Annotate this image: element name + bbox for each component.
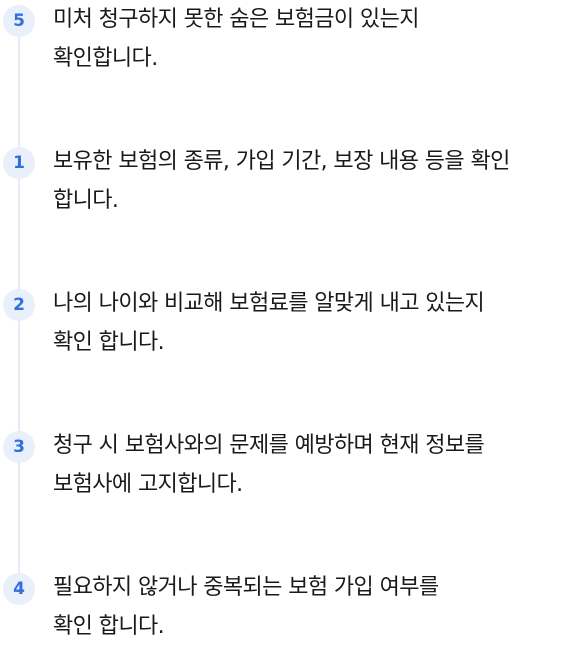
- step-description: 필요하지 않거나 중복되는 보험 가입 여부를 확인 합니다.: [53, 568, 573, 646]
- step-text-line: 청구 시 보험사와의 문제를 예방하며 현재 정보를: [53, 433, 485, 458]
- step-text-line: 보유한 보험의 종류, 가입 기간, 보장 내용 등을 확인: [53, 149, 510, 174]
- step-text-line: 보험사에 고지합니다.: [53, 472, 243, 497]
- step-description: 청구 시 보험사와의 문제를 예방하며 현재 정보를 보험사에 고지합니다.: [53, 426, 573, 504]
- step-text-line: 확인 합니다.: [53, 330, 165, 355]
- step-text-line: 확인합니다.: [53, 46, 158, 71]
- step-description: 보유한 보험의 종류, 가입 기간, 보장 내용 등을 확인 합니다.: [53, 142, 573, 220]
- step-item-5: 5 미처 청구하지 못한 숨은 보험금이 있는지 확인합니다.: [0, 0, 579, 80]
- step-text-line: 나의 나이와 비교해 보험료를 알맞게 내고 있는지: [53, 291, 485, 316]
- step-item-4: 4 필요하지 않거나 중복되는 보험 가입 여부를 확인 합니다.: [0, 568, 579, 648]
- step-item-2: 2 나의 나이와 비교해 보험료를 알맞게 내고 있는지 확인 합니다.: [0, 284, 579, 364]
- step-number-badge: 5: [3, 5, 35, 37]
- step-text-line: 필요하지 않거나 중복되는 보험 가입 여부를: [53, 575, 439, 600]
- step-number-badge: 2: [3, 289, 35, 321]
- step-item-3: 3 청구 시 보험사와의 문제를 예방하며 현재 정보를 보험사에 고지합니다.: [0, 426, 579, 506]
- step-number-badge: 3: [3, 431, 35, 463]
- step-item-1: 1 보유한 보험의 종류, 가입 기간, 보장 내용 등을 확인 합니다.: [0, 142, 579, 222]
- step-description: 나의 나이와 비교해 보험료를 알맞게 내고 있는지 확인 합니다.: [53, 284, 573, 362]
- step-text-line: 합니다.: [53, 188, 119, 213]
- step-number-badge: 4: [3, 573, 35, 605]
- step-description: 미처 청구하지 못한 숨은 보험금이 있는지 확인합니다.: [53, 0, 573, 78]
- step-number-badge: 1: [3, 147, 35, 179]
- step-text-line: 미처 청구하지 못한 숨은 보험금이 있는지: [53, 7, 419, 32]
- step-text-line: 확인 합니다.: [53, 614, 165, 639]
